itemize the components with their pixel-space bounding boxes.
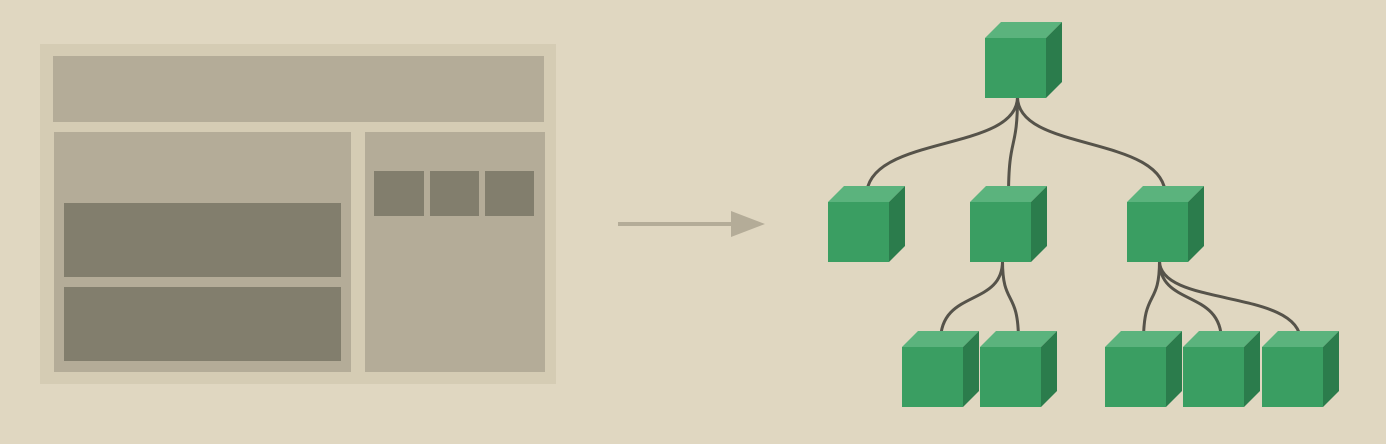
tree-nodes xyxy=(828,22,1339,407)
cube-side-face xyxy=(1041,331,1057,407)
cube-icon xyxy=(1127,186,1204,262)
cube-icon xyxy=(980,331,1057,407)
tree-connector-child-3 xyxy=(1016,96,1167,197)
cube-side-face xyxy=(1188,186,1204,262)
tree-connector-grandchild-5 xyxy=(1158,260,1302,342)
cube-front-face xyxy=(980,347,1041,407)
tree-connectors xyxy=(865,96,1302,342)
tree-connector-grandchild-4 xyxy=(1158,260,1223,342)
page-layout-mockup xyxy=(40,44,556,384)
cube-top-face xyxy=(970,186,1047,202)
cube-top-face xyxy=(1183,331,1260,347)
cube-front-face xyxy=(1127,202,1188,262)
cube-front-face xyxy=(1262,347,1323,407)
cube-side-face xyxy=(1244,331,1260,407)
cube-icon xyxy=(1183,331,1260,407)
layout-sidebar-block xyxy=(374,171,424,216)
arrow-right-icon xyxy=(618,211,765,237)
cube-side-face xyxy=(1323,331,1339,407)
cube-icon xyxy=(1105,331,1182,407)
cube-front-face xyxy=(970,202,1031,262)
cube-side-face xyxy=(889,186,905,262)
cube-front-face xyxy=(902,347,963,407)
layout-header xyxy=(53,56,544,122)
cube-icon xyxy=(828,186,905,262)
cube-top-face xyxy=(828,186,905,202)
layout-content-block xyxy=(64,203,341,277)
cube-side-face xyxy=(1031,186,1047,262)
tree-connector-child-1 xyxy=(865,96,1019,197)
cube-top-face xyxy=(1105,331,1182,347)
cube-front-face xyxy=(985,38,1046,98)
cube-top-face xyxy=(980,331,1057,347)
cube-icon xyxy=(1262,331,1339,407)
cube-icon xyxy=(985,22,1062,98)
tree-connector-grandchild-3 xyxy=(1142,260,1161,342)
cube-side-face xyxy=(1166,331,1182,407)
arrow-head xyxy=(731,211,765,237)
layout-content-block xyxy=(64,287,341,361)
cube-icon xyxy=(902,331,979,407)
cube-front-face xyxy=(1105,347,1166,407)
cube-top-face xyxy=(985,22,1062,38)
cube-top-face xyxy=(1127,186,1204,202)
layout-sidebar-block xyxy=(430,171,479,216)
cube-side-face xyxy=(1046,22,1062,98)
tree-connector-child-2 xyxy=(1007,96,1019,197)
tree-connector-grandchild-2 xyxy=(1001,260,1020,342)
layout-sidebar-block xyxy=(485,171,534,216)
cube-icon xyxy=(970,186,1047,262)
cube-front-face xyxy=(828,202,889,262)
cube-top-face xyxy=(902,331,979,347)
cube-front-face xyxy=(1183,347,1244,407)
cube-side-face xyxy=(963,331,979,407)
cube-top-face xyxy=(1262,331,1339,347)
tree-connector-grandchild-1 xyxy=(939,260,1004,342)
layout-sidebar xyxy=(365,132,545,372)
